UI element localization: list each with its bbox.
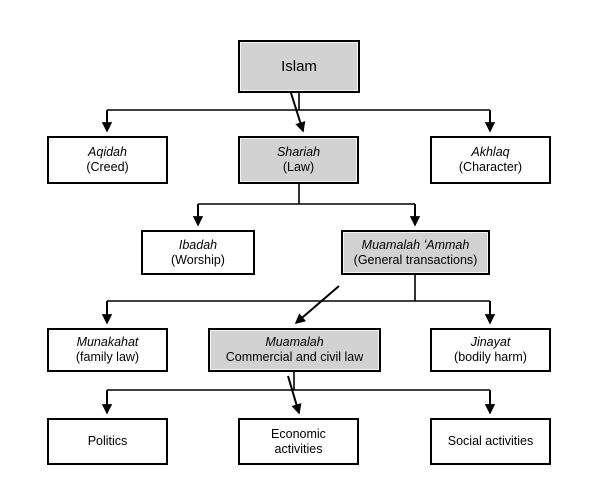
node-social-activities[interactable]: Social activities [430, 418, 551, 465]
node-islam[interactable]: Islam [238, 40, 360, 93]
edge-islam-bus [107, 93, 490, 111]
node-aqidah[interactable]: Aqidah (Creed) [47, 136, 168, 184]
node-akhlaq[interactable]: Akhlaq (Character) [430, 136, 551, 184]
node-muamalah-ammah-gloss: (General transactions) [353, 252, 478, 267]
node-muamalah[interactable]: Muamalah Commercial and civil law [208, 328, 381, 372]
node-islam-label: Islam [281, 57, 317, 75]
node-jinayat-term: Jinayat [470, 335, 511, 350]
node-ibadah-term: Ibadah [178, 237, 218, 252]
node-ibadah-gloss: (Worship) [171, 252, 225, 267]
node-akhlaq-gloss: (Character) [458, 160, 523, 174]
node-akhlaq-term: Akhlaq [471, 145, 510, 160]
node-muamalah-ammah-term: Muamalah ʻAmmah [361, 237, 470, 252]
node-muamalah-term: Muamalah [265, 335, 324, 350]
node-muamalah-ammah[interactable]: Muamalah ʻAmmah (General transactions) [341, 230, 490, 275]
node-aqidah-term: Aqidah [88, 145, 127, 160]
node-social-label: Social activities [447, 434, 534, 449]
node-munakahat-term: Munakahat [76, 335, 139, 350]
node-economic-label1: Economic [271, 426, 326, 441]
node-shariah-term: Shariah [276, 145, 321, 160]
edge-muamalah-bus [107, 372, 490, 391]
node-politics[interactable]: Politics [47, 418, 168, 465]
edge-ammah-bus [107, 275, 490, 302]
node-shariah-gloss: (Law) [282, 160, 315, 174]
node-ibadah[interactable]: Ibadah (Worship) [141, 230, 255, 275]
node-politics-label: Politics [87, 434, 128, 449]
node-economic-label2: activities [274, 441, 323, 456]
node-muamalah-gloss: Commercial and civil law [225, 350, 364, 364]
node-munakahat-gloss: (family law) [75, 350, 140, 364]
edge-islam-shariah [290, 92, 306, 133]
edge-shariah-bus [198, 184, 415, 205]
node-jinayat[interactable]: Jinayat (bodily harm) [430, 328, 551, 372]
node-jinayat-gloss: (bodily harm) [454, 350, 527, 364]
node-aqidah-gloss: (Creed) [86, 160, 129, 174]
edge-muamalah-economic [287, 375, 302, 415]
node-shariah[interactable]: Shariah (Law) [238, 136, 359, 184]
node-economic-activities[interactable]: Economic activities [238, 418, 359, 465]
edge-ammah-muamalah [294, 285, 340, 325]
node-munakahat[interactable]: Munakahat (family law) [47, 328, 168, 372]
